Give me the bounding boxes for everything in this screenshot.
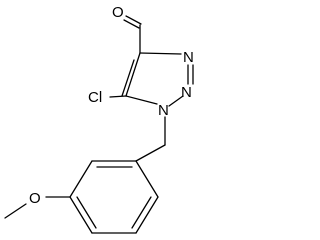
benzene-bond-2 (69, 160, 93, 198)
benzene-bond-5-inner (131, 196, 152, 229)
nitrogen-n3-label: N (183, 49, 194, 66)
c5-cl-bond (109, 95, 127, 98)
benzene-bond-3-inner (76, 196, 97, 229)
benzene-bond-6 (135, 160, 159, 198)
chlorine-label: Cl (88, 89, 102, 106)
methoxy-oxygen-label: O (29, 190, 41, 207)
aldehyde-co-double-bond (125, 15, 142, 25)
aldehyde-oxygen-label: O (112, 4, 124, 21)
ring-c4-c5-double-bond-inner (121, 59, 135, 97)
ring-n1-c5-bond (125, 95, 158, 105)
molecule-structure: O Cl N N N O (4, 4, 194, 234)
ring-n2-n1-bond (168, 95, 184, 107)
nitrogen-n2-label: N (181, 84, 192, 101)
ch2-aryl-bond (135, 144, 166, 162)
aldehyde-co-double-bond-inner (123, 19, 140, 29)
ring-c4-n3-bond (139, 52, 182, 55)
benzene-bond-3 (69, 196, 93, 234)
o-methyl-bond (4, 203, 27, 219)
benzene-bond-5 (135, 196, 159, 234)
nitrogen-n1-label: N (158, 102, 169, 119)
ring-c4-c5-double-bond (125, 52, 141, 97)
